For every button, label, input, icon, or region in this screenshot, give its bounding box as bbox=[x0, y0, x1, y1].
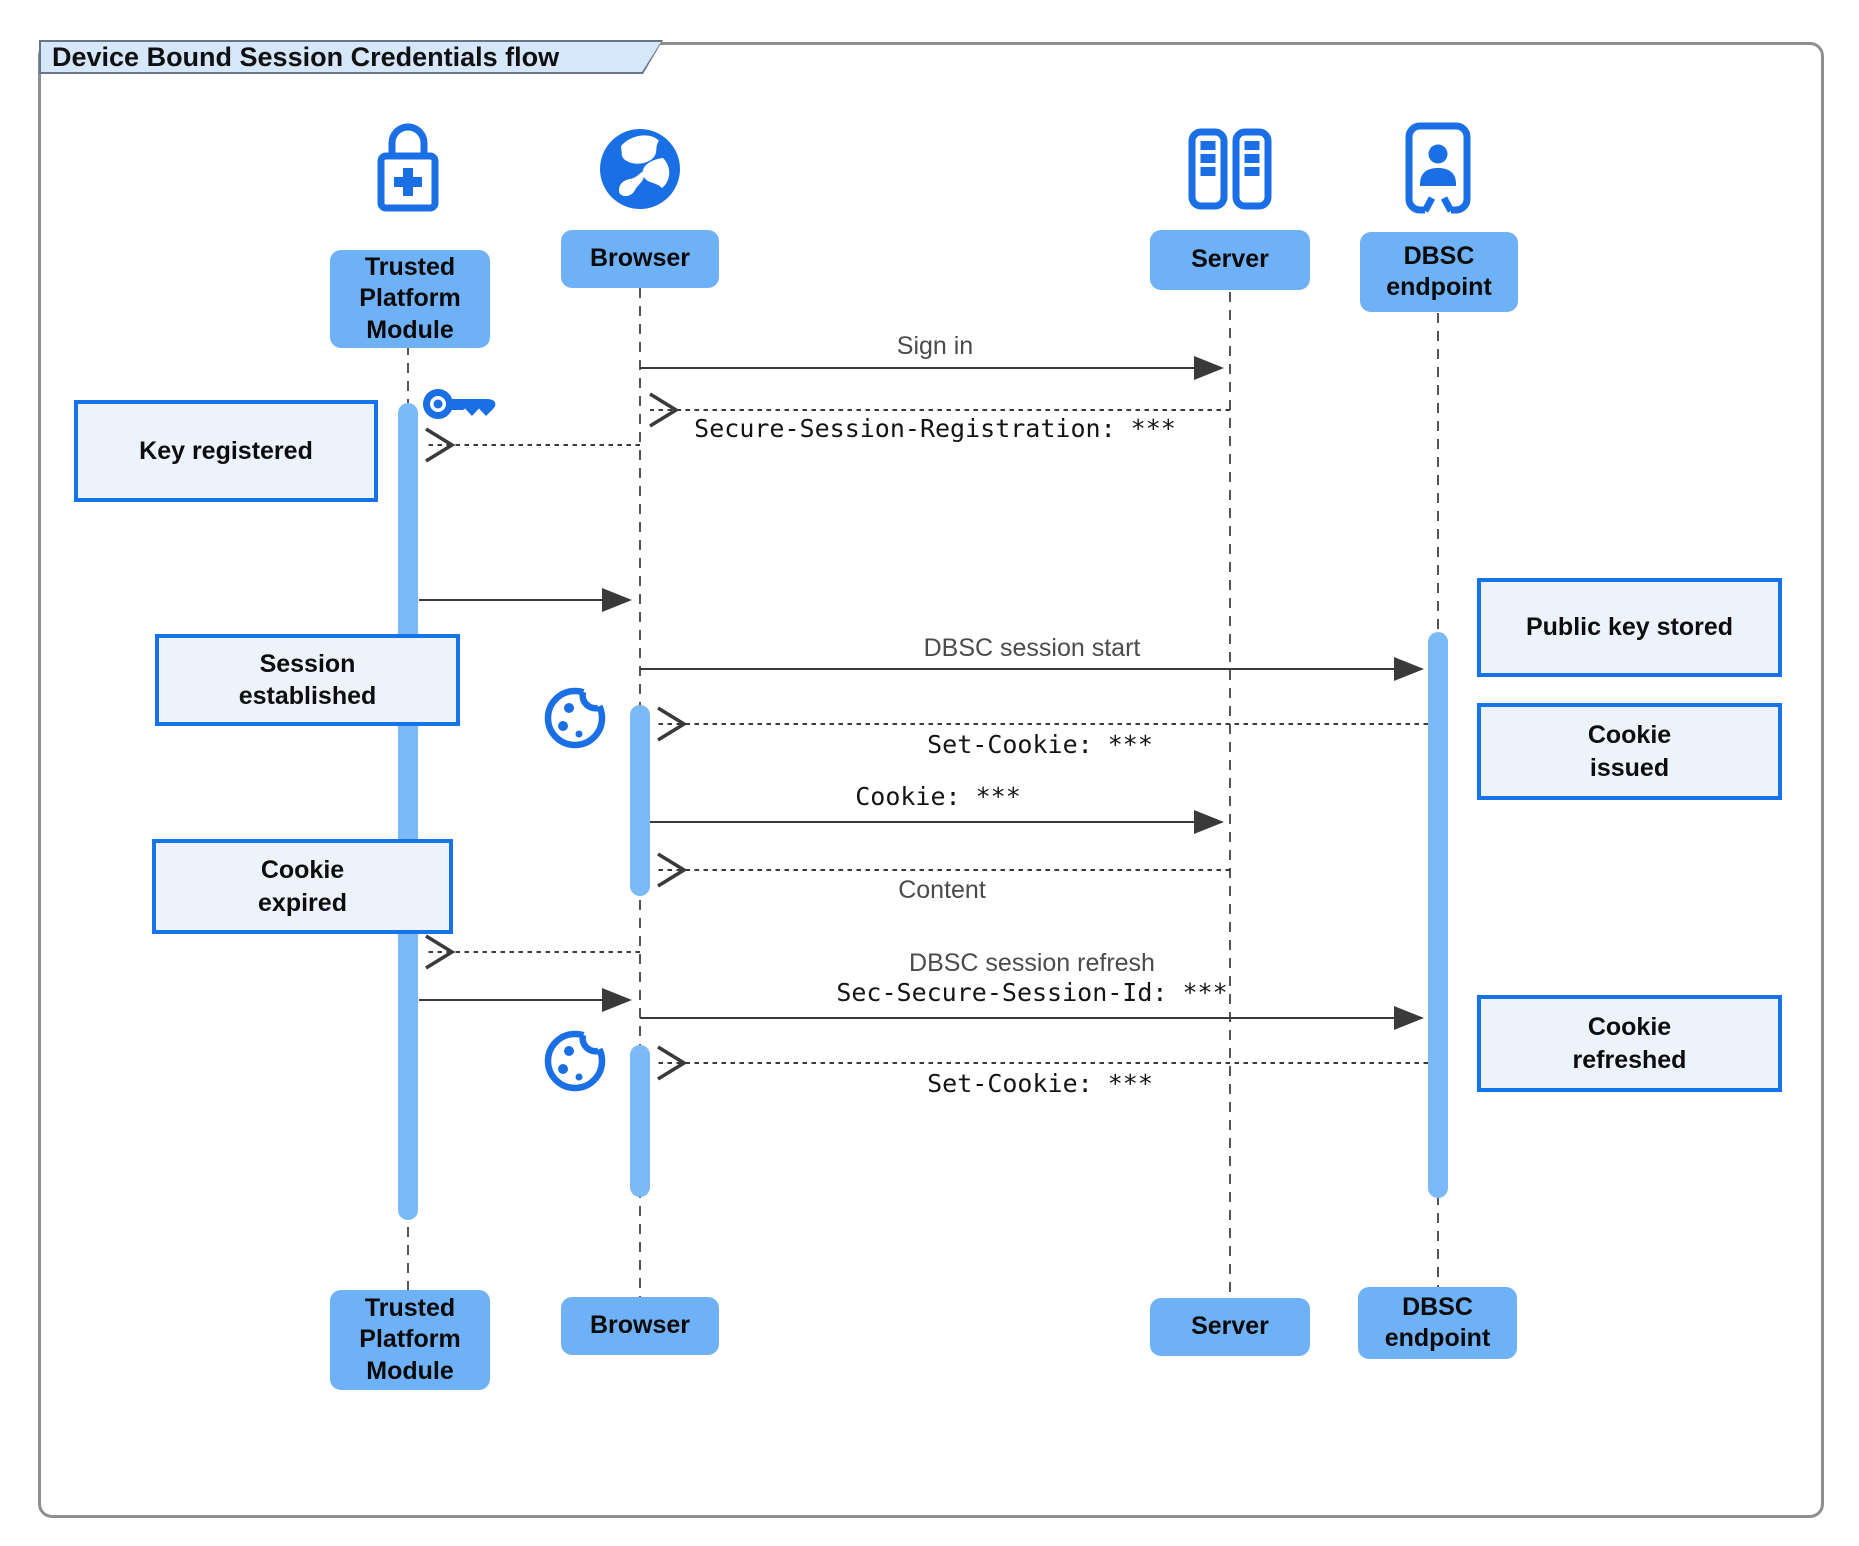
key-icon bbox=[423, 389, 496, 419]
actor-label: Trusted Platform Module bbox=[359, 1293, 461, 1385]
note-label: Key registered bbox=[139, 436, 313, 465]
cookie-icon bbox=[544, 683, 607, 749]
note-label: Session established bbox=[238, 649, 377, 711]
actor-label: DBSC endpoint bbox=[1384, 1292, 1491, 1353]
lock-plus-icon bbox=[377, 123, 439, 212]
diagram-title-tab bbox=[39, 40, 663, 74]
message-label-secure-session-registration: Secure-Session-Registration: *** bbox=[694, 414, 1176, 443]
message-label-dbsc-session-refresh: DBSC session refresh bbox=[909, 949, 1155, 977]
note-cookie-expired: Cookie expired bbox=[152, 839, 453, 934]
note-label: Cookie issued bbox=[1587, 721, 1672, 782]
activation-bar-browser-1 bbox=[630, 705, 650, 896]
person-door-icon bbox=[1405, 122, 1471, 214]
activation-bar-tpm bbox=[398, 403, 418, 1220]
diagram-frame bbox=[38, 42, 1824, 1518]
actor-label: Server bbox=[1191, 245, 1269, 274]
message-label-cookie: Cookie: *** bbox=[855, 782, 1021, 811]
note-public-key-stored: Public key stored bbox=[1477, 578, 1782, 677]
activation-bar-browser-2 bbox=[630, 1045, 650, 1197]
message-label-set-cookie-1: Set-Cookie: *** bbox=[927, 730, 1153, 759]
note-label: Cookie expired bbox=[258, 856, 347, 917]
diagram-title-tab-fill bbox=[41, 42, 661, 72]
message-label-sign-in: Sign in bbox=[896, 332, 974, 360]
note-cookie-issued: Cookie issued bbox=[1477, 703, 1782, 800]
server-racks-icon bbox=[1188, 128, 1272, 210]
note-label: Public key stored bbox=[1525, 613, 1734, 642]
activation-bar-dbsc bbox=[1428, 632, 1448, 1198]
actor-bottom-dbsc: DBSC endpoint bbox=[1358, 1287, 1517, 1359]
actor-top-dbsc: DBSC endpoint bbox=[1360, 232, 1518, 312]
globe-icon bbox=[600, 129, 680, 209]
actor-top-browser: Browser bbox=[561, 230, 719, 288]
note-session-established: Session established bbox=[155, 634, 460, 726]
actor-label: Trusted Platform Module bbox=[359, 252, 461, 344]
actor-label: Browser bbox=[589, 1311, 691, 1340]
cookie-icon bbox=[544, 1026, 607, 1092]
note-label: Cookie refreshed bbox=[1572, 1013, 1687, 1074]
message-label-set-cookie-2: Set-Cookie: *** bbox=[927, 1069, 1153, 1098]
actor-bottom-tpm: Trusted Platform Module bbox=[330, 1290, 490, 1390]
actor-label: Browser bbox=[589, 244, 691, 273]
actor-top-tpm: Trusted Platform Module bbox=[330, 250, 490, 348]
note-key-registered: Key registered bbox=[74, 400, 378, 502]
actor-bottom-browser: Browser bbox=[561, 1297, 719, 1355]
actor-bottom-server: Server bbox=[1150, 1298, 1310, 1356]
diagram-title: Device Bound Session Credentials flow bbox=[52, 42, 560, 72]
note-cookie-refreshed: Cookie refreshed bbox=[1477, 995, 1782, 1092]
actor-label: DBSC endpoint bbox=[1386, 241, 1492, 302]
actor-label: Server bbox=[1191, 1312, 1269, 1341]
message-label-content: Content bbox=[898, 876, 986, 904]
actor-top-server: Server bbox=[1150, 230, 1310, 290]
message-label-sec-secure-session-id: Sec-Secure-Session-Id: *** bbox=[836, 978, 1228, 1007]
message-label-dbsc-session-start: DBSC session start bbox=[923, 634, 1141, 662]
